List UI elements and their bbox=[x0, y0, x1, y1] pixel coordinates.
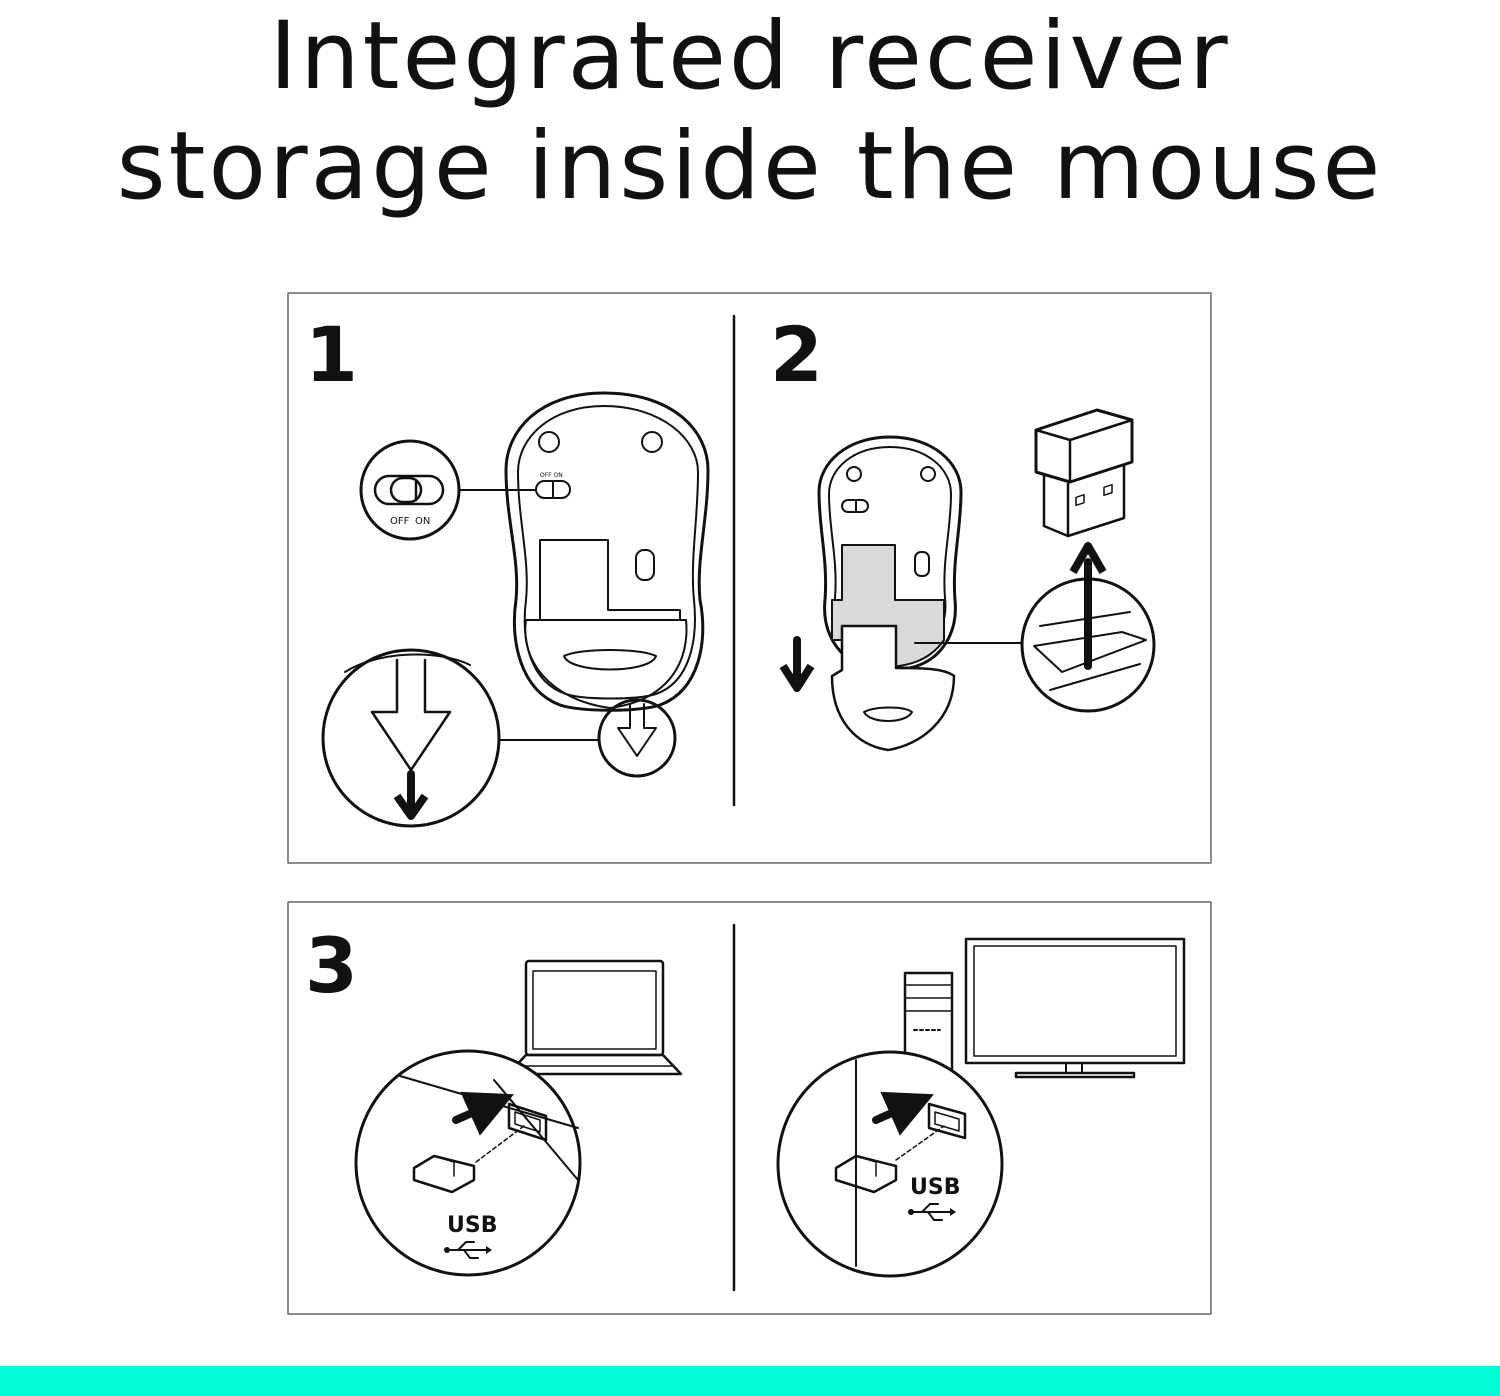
desktop-usb-callout: USB bbox=[776, 1050, 1004, 1278]
usb-receiver-icon bbox=[1034, 408, 1134, 538]
arrow-down-icon bbox=[393, 770, 429, 820]
monitor-icon bbox=[964, 937, 1186, 1079]
title-line-1: Integrated receiver bbox=[269, 2, 1231, 111]
usb-symbol-icon-desktop bbox=[908, 1203, 956, 1221]
arrow-down-icon-step2 bbox=[779, 636, 815, 692]
accent-bar bbox=[0, 1366, 1500, 1396]
step-number-3: 3 bbox=[305, 921, 358, 1010]
title-line-2: storage inside the mouse bbox=[116, 112, 1384, 221]
laptop-usb-callout: USB bbox=[354, 1049, 582, 1277]
panel-step-3 bbox=[287, 901, 1212, 1315]
switch-on-label: ON bbox=[415, 516, 430, 527]
desktop-pc-icon bbox=[903, 971, 954, 1075]
switch-label-small: OFF ON bbox=[540, 472, 563, 479]
panel-steps-1-2 bbox=[287, 292, 1212, 864]
arrow-up-icon bbox=[1069, 542, 1107, 670]
usb-label-laptop: USB bbox=[447, 1213, 497, 1238]
step-number-1: 1 bbox=[305, 310, 358, 399]
page-title: Integrated receiver storage inside the m… bbox=[0, 0, 1500, 222]
step-number-2: 2 bbox=[770, 310, 823, 399]
switch-off-label: OFF bbox=[390, 516, 410, 527]
release-tab-callout bbox=[321, 648, 677, 828]
mouse-bottom-icon: OFF ON bbox=[504, 391, 710, 712]
usb-symbol-icon bbox=[444, 1241, 492, 1259]
usb-label-desktop: USB bbox=[910, 1175, 960, 1200]
power-switch-icon: OFF ON bbox=[359, 439, 537, 541]
instruction-diagram: 1 2 OFF ON OFF ON bbox=[287, 292, 1212, 1315]
mouse-compartment-icon bbox=[817, 435, 1022, 752]
laptop-icon bbox=[506, 959, 683, 1076]
